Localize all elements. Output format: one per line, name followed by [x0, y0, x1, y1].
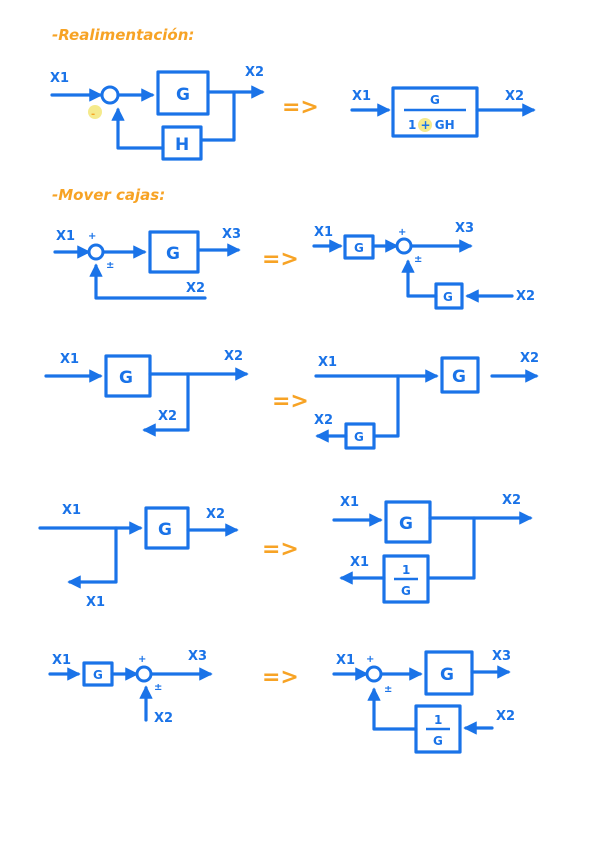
feedback-right: X1 G 1 + GH X2: [350, 86, 536, 138]
move-takeoff-after-left: X1 G X2 X2: [44, 349, 249, 437]
equivalence-arrow: =>: [262, 537, 299, 562]
label-x2: X2: [206, 507, 225, 522]
label-x2: X2: [186, 281, 205, 296]
label-x2: X2: [224, 349, 243, 364]
block-g-label: G: [452, 367, 466, 387]
block-g: [440, 356, 480, 394]
move-sum-before-right: X1 + ± G X3 X2 1 G: [332, 649, 515, 754]
summing-junction: [395, 237, 413, 255]
move-takeoff-before-right: X1 G X2 1 G X1: [332, 493, 533, 604]
block-g-label: G: [440, 665, 454, 685]
label-x1: X1: [50, 71, 69, 86]
sign-plus: +: [398, 227, 406, 238]
block-g-label: G: [93, 668, 103, 682]
heading-feedback: -Realimentación:: [52, 26, 194, 44]
label-x2: X2: [502, 493, 521, 508]
feedback-line: [198, 90, 236, 142]
block-g-label: G: [399, 514, 413, 534]
label-x1: X1: [52, 653, 71, 668]
label-x2: X2: [314, 413, 333, 428]
label-x3: X3: [455, 221, 474, 236]
signal-line: [89, 263, 207, 300]
label-x2: X2: [505, 89, 524, 104]
block-g: [384, 500, 432, 544]
sign-plus: +: [88, 231, 96, 242]
summing-junction: [100, 85, 120, 105]
heading-move-blocks: -Mover cajas:: [52, 186, 165, 204]
block-g: [144, 506, 190, 550]
block-g: [434, 282, 464, 310]
label-x2: X2: [496, 709, 515, 724]
summing-junction: [87, 243, 105, 261]
block-g: [156, 70, 210, 116]
label-x1: X1: [86, 595, 105, 610]
label-x1: X1: [350, 555, 369, 570]
highlight-mark: [418, 118, 432, 132]
equivalence-arrow: =>: [262, 665, 299, 690]
equivalence-arrow: =>: [272, 389, 309, 414]
label-x1: X1: [60, 352, 79, 367]
inv-numerator: 1: [434, 713, 442, 727]
takeoff-line: [426, 516, 476, 580]
sign-minus: -: [91, 109, 95, 120]
block-g: [148, 230, 200, 274]
label-x1: X1: [336, 653, 355, 668]
label-x1: X1: [318, 355, 337, 370]
sign-pm: ±: [106, 260, 114, 271]
label-x2: X2: [520, 351, 539, 366]
label-x2: X2: [245, 65, 264, 80]
label-x3: X3: [188, 649, 207, 664]
block-g-label: G: [119, 368, 133, 388]
label-x2: X2: [516, 289, 535, 304]
label-x1: X1: [62, 503, 81, 518]
label-x2: X2: [158, 409, 177, 424]
move-takeoff-after-right: X1 G X2 G X2: [314, 351, 539, 450]
block-g-label: G: [166, 244, 180, 264]
takeoff-line: [372, 374, 400, 438]
label-x1: X1: [352, 89, 371, 104]
sign-pm: ±: [414, 254, 422, 265]
label-x3: X3: [492, 649, 511, 664]
feedback-line: [111, 107, 165, 150]
frac-numerator: G: [430, 93, 440, 107]
summing-junction: [135, 665, 153, 683]
block-g-label: G: [354, 430, 364, 444]
inv-denominator: G: [433, 734, 443, 748]
sign-pm: ±: [154, 682, 162, 693]
inv-denominator: G: [401, 584, 411, 598]
move-sum-right: X1 G + ± X3 X2 G: [312, 221, 535, 310]
block-h: [161, 125, 203, 161]
move-sum-before-left: X1 G + ± X3 X2: [48, 649, 213, 726]
block-closed-loop: [391, 86, 479, 138]
frac-denominator: 1 + GH: [408, 118, 455, 132]
block-g-label: G: [158, 520, 172, 540]
block-g: [104, 354, 152, 398]
takeoff-line: [142, 372, 190, 437]
takeoff-line: [67, 526, 118, 589]
sign-plus: +: [138, 654, 146, 665]
highlight-mark: [88, 105, 102, 119]
block-g-label: G: [176, 85, 190, 105]
summing-junction: [365, 665, 383, 683]
equivalence-arrow: =>: [282, 95, 319, 120]
move-sum-left: X1 + ± G X3 X2: [53, 227, 241, 300]
equivalence-arrow: =>: [262, 247, 299, 272]
inv-numerator: 1: [402, 563, 410, 577]
block-g-label: G: [354, 241, 364, 255]
block-g-label: G: [443, 290, 453, 304]
label-x2: X2: [154, 711, 173, 726]
sign-plus: +: [366, 654, 374, 665]
move-takeoff-before-left: X1 G X2 X1: [38, 503, 239, 610]
block-h-label: H: [175, 135, 189, 155]
label-x1: X1: [56, 229, 75, 244]
feedback-left: X1 - G X2 H: [50, 65, 265, 161]
label-x1: X1: [340, 495, 359, 510]
signal-line: [367, 687, 418, 731]
sign-pm: ±: [384, 684, 392, 695]
label-x1: X1: [314, 225, 333, 240]
signal-line: [401, 259, 438, 298]
label-x3: X3: [222, 227, 241, 242]
